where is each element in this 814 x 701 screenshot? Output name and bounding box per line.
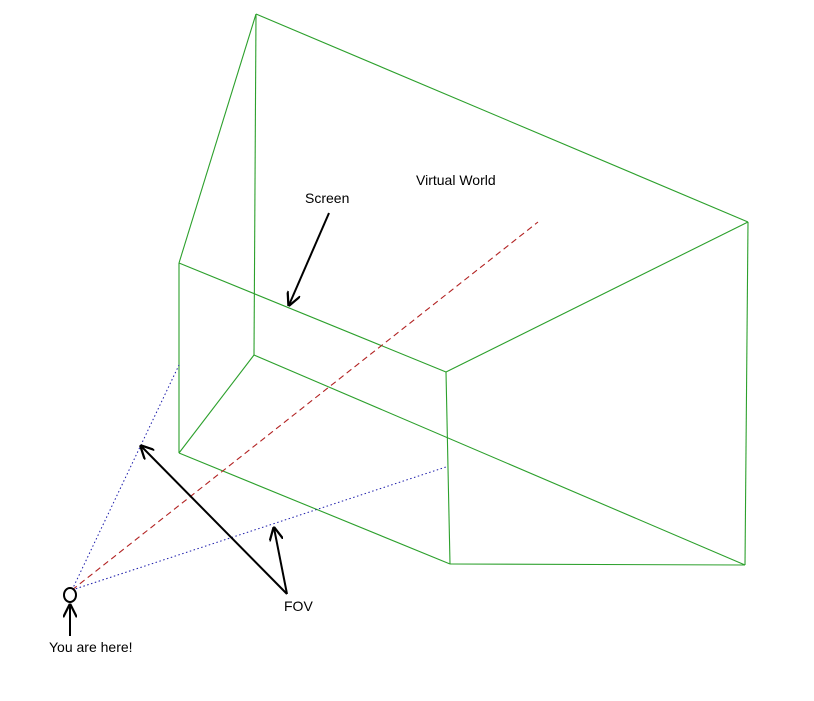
- viewer: [63, 587, 77, 636]
- center-view-ray: [71, 221, 539, 591]
- fov-arrow-left: [141, 446, 288, 595]
- viewer-eye: [63, 587, 77, 603]
- fov-label: FOV: [284, 598, 313, 614]
- fov-lines: [71, 364, 447, 591]
- fov-arrows: [141, 446, 288, 595]
- box-edge: [178, 354, 255, 454]
- box-edge: [445, 221, 749, 373]
- box-edge: [449, 563, 746, 566]
- screen-edge: [178, 452, 451, 565]
- fov-arrow-right: [274, 528, 288, 595]
- screen-edge: [445, 371, 451, 565]
- box-edge: [178, 13, 257, 264]
- screen-label: Screen: [305, 190, 349, 206]
- box-edge: [253, 13, 257, 356]
- box-edge: [744, 221, 749, 566]
- fov-line-upper: [71, 364, 180, 591]
- screen-arrow: [289, 212, 330, 305]
- screen-edge: [178, 262, 447, 373]
- virtual-world-label: Virtual World: [416, 172, 496, 188]
- virtual-world-box: [178, 13, 749, 566]
- box-edge: [253, 354, 746, 566]
- box-edge: [255, 13, 749, 223]
- fov-line-lower: [71, 466, 447, 591]
- you-are-here-label: You are here!: [49, 639, 133, 655]
